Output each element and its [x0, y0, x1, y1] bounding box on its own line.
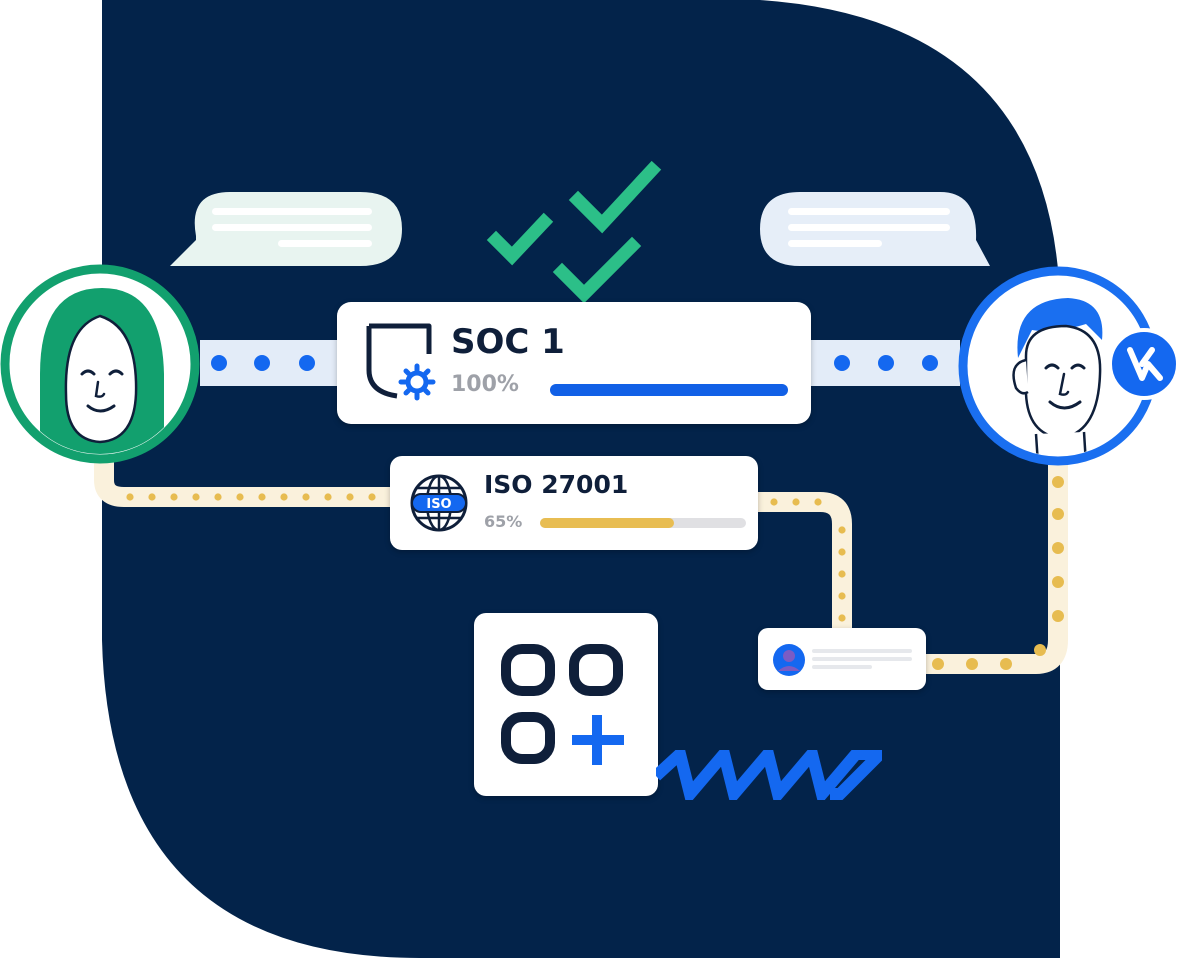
squiggle-decoration	[656, 750, 882, 800]
iso27001-percent-label: 65%	[484, 512, 523, 531]
chat-bubble-right	[760, 192, 990, 266]
soc1-progress-track	[550, 384, 788, 396]
iso-badge-text: ISO	[426, 497, 451, 512]
woman-avatar	[0, 264, 200, 464]
iso27001-progress-fill	[540, 518, 674, 528]
user-row	[773, 644, 912, 676]
iso27001-progress-track	[540, 518, 746, 528]
apps-add-card	[474, 613, 658, 796]
shield-gear-icon	[366, 323, 436, 401]
soc1-card: SOC 1 100%	[337, 302, 811, 424]
chat-bubble-left	[170, 192, 402, 266]
user-list-card	[758, 628, 926, 690]
soc1-progress-fill	[550, 384, 788, 396]
iso-globe-icon: ISO	[410, 474, 468, 532]
checkmark-icon	[486, 160, 662, 304]
soc1-percent-label: 100%	[451, 372, 519, 397]
apps-add-icon	[501, 644, 624, 765]
soc1-title: SOC 1	[451, 322, 565, 362]
iso27001-card: ISO ISO 27001 65%	[390, 456, 758, 550]
brand-badge-icon	[1108, 328, 1180, 400]
man-avatar	[958, 266, 1158, 466]
gold-dots	[126, 476, 1064, 670]
blue-dots	[211, 355, 938, 371]
iso27001-title: ISO 27001	[484, 470, 629, 499]
